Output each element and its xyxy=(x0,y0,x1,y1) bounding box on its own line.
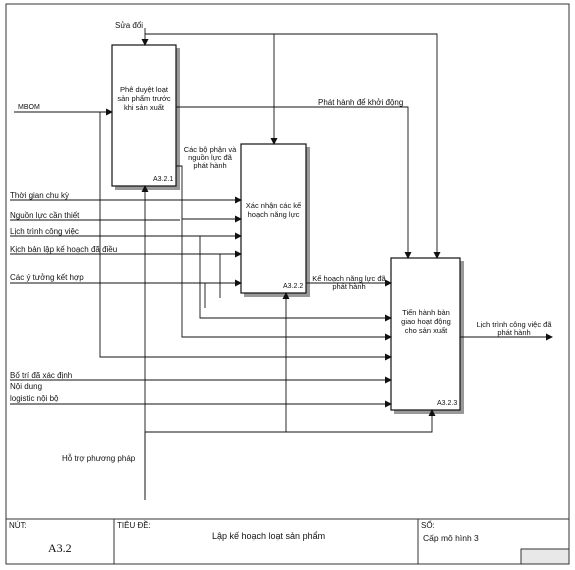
footer-node-value: A3.2 xyxy=(48,541,72,555)
label-lich-trinh: Lịch trình công việc xyxy=(10,227,79,236)
label-nguon-luc: Nguồn lực cần thiết xyxy=(10,211,80,220)
label-bo-tri: Bố trí đã xác định xyxy=(10,371,73,380)
box-a321-title: Phê duyệt loạt sản phẩm trước khi sản xu… xyxy=(117,85,171,112)
box-a321 xyxy=(111,44,177,187)
label-ho-tro: Hỗ trợ phương pháp xyxy=(62,454,136,463)
label-sua-doi: Sửa đổi xyxy=(115,21,144,30)
box-a323-title: Tiến hành bàn giao hoạt động cho sản xuấ… xyxy=(401,308,451,335)
footer-number-label: SỐ: xyxy=(421,521,435,530)
label-mbom: MBOM xyxy=(18,104,40,111)
box-a322-title: Xác nhận các kế hoạch năng lực xyxy=(245,201,302,219)
outer-frame xyxy=(5,3,570,565)
label-logistic: logistic nội bộ xyxy=(10,394,59,403)
arrows xyxy=(10,28,553,500)
label-bo-phan: Các bộ phận và nguồn lực đã phát hành xyxy=(183,145,237,170)
label-thoi-gian: Thời gian chu kỳ xyxy=(10,191,70,200)
label-phat-hanh: Phát hành để khởi động xyxy=(318,98,404,107)
footer-title-label: TIÊU ĐỀ: xyxy=(117,521,151,530)
label-noi-dung: Nội dung xyxy=(10,382,43,391)
footer-title-value: Lập kế hoạch loạt sản phẩm xyxy=(212,531,326,541)
label-ke-ban-lap: Kịch bản lập kế hoạch đã điều xyxy=(10,245,118,254)
label-y-tuong: Các ý tưởng kết hợp xyxy=(10,273,84,282)
box-a323 xyxy=(390,257,461,411)
box-a323-code: A3.2.3 xyxy=(437,400,458,407)
box-a321-code: A3.2.1 xyxy=(153,176,174,183)
label-ke-hoach-nang-luc: Kế hoạch năng lực đã phát hành xyxy=(312,274,386,291)
footer-frame xyxy=(6,518,570,565)
footer-number-value: Cấp mô hình 3 xyxy=(423,533,479,543)
box-a322 xyxy=(240,143,307,294)
box-a322-code: A3.2.2 xyxy=(283,283,304,290)
label-lich-trinh-out: Lịch trình công việc đã phát hành xyxy=(476,320,552,337)
footer-node-label: NÚT: xyxy=(9,521,27,530)
